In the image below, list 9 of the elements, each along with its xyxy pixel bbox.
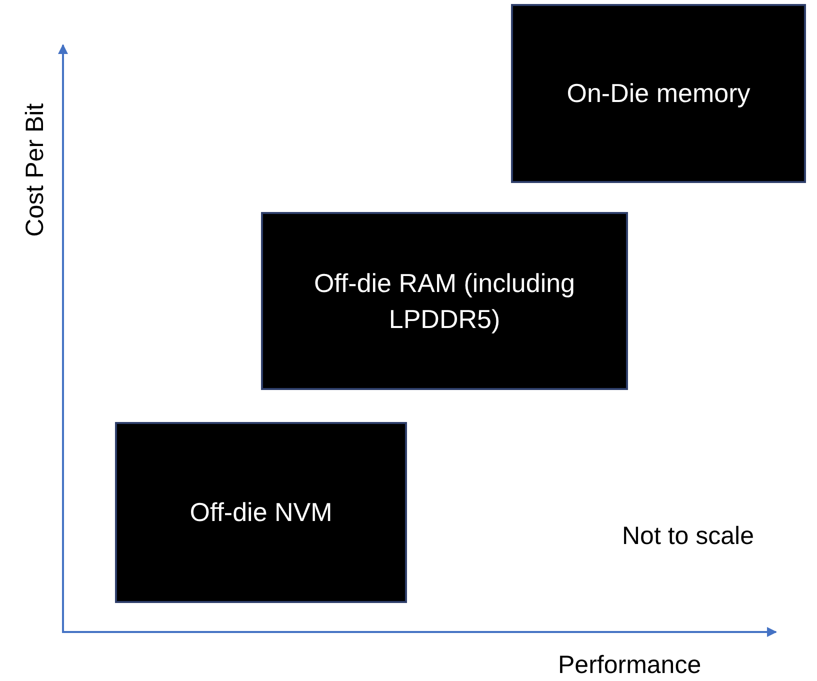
- memory-box: [115, 422, 407, 603]
- note: Not to scale: [622, 521, 754, 552]
- axis-title: Performance: [558, 650, 702, 681]
- box-label: On-Die memory: [566, 77, 750, 110]
- memory-box: [261, 212, 628, 390]
- box-label: Off-die NVM: [190, 496, 332, 530]
- memory-box: [511, 4, 806, 183]
- box-label: Off-die RAM (including LPDDR5): [312, 266, 576, 336]
- axis-title: Cost Per Bit: [20, 103, 50, 237]
